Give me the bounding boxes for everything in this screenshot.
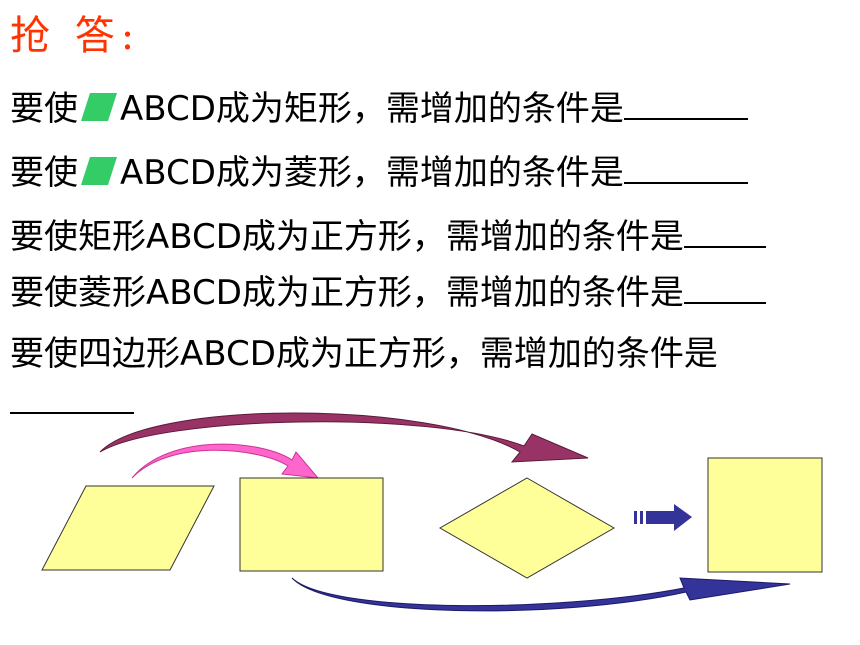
arrow-rectangle-to-square	[291, 577, 791, 612]
answer-blank-4	[683, 268, 766, 304]
question-4-prefix: 要使菱形	[10, 273, 146, 313]
parallelogram-symbol-icon	[81, 157, 117, 185]
arrow-rhombus-to-square	[634, 504, 692, 531]
parallelogram-symbol-icon	[81, 93, 117, 121]
question-1: 要使 ABCD成为矩形，需增加的条件是	[10, 84, 748, 133]
question-4-text: ABCD成为正方形，需增加的条件是	[146, 273, 684, 313]
question-3: 要使矩形ABCD成为正方形，需增加的条件是	[10, 212, 766, 261]
question-2: 要使 ABCD成为菱形，需增加的条件是	[10, 148, 748, 197]
rectangle-shape	[239, 477, 384, 572]
question-1-text: ABCD成为矩形，需增加的条件是	[120, 89, 624, 129]
answer-blank-2	[623, 148, 748, 184]
square-shape	[707, 457, 823, 573]
answer-blank-5	[10, 412, 134, 414]
answer-blank-1	[623, 84, 748, 120]
arrow-parallelogram-to-rectangle	[131, 443, 320, 479]
question-1-prefix: 要使	[10, 89, 78, 129]
rhombus-shape	[438, 477, 616, 579]
question-5-text: ABCD成为正方形，需增加的条件是	[180, 334, 718, 374]
question-5-prefix: 要使四边形	[10, 334, 180, 374]
parallelogram-shape	[41, 485, 215, 571]
arrow-parallelogram-to-rhombus	[99, 412, 589, 463]
question-3-text: ABCD成为正方形，需增加的条件是	[146, 217, 684, 257]
question-5: 要使四边形ABCD成为正方形，需增加的条件是	[10, 330, 718, 378]
question-3-prefix: 要使矩形	[10, 217, 146, 257]
answer-blank-3	[683, 212, 766, 248]
page-title: 抢 答:	[10, 13, 141, 59]
question-4: 要使菱形ABCD成为正方形，需增加的条件是	[10, 268, 766, 317]
question-2-prefix: 要使	[10, 153, 78, 193]
question-2-text: ABCD成为菱形，需增加的条件是	[120, 153, 624, 193]
